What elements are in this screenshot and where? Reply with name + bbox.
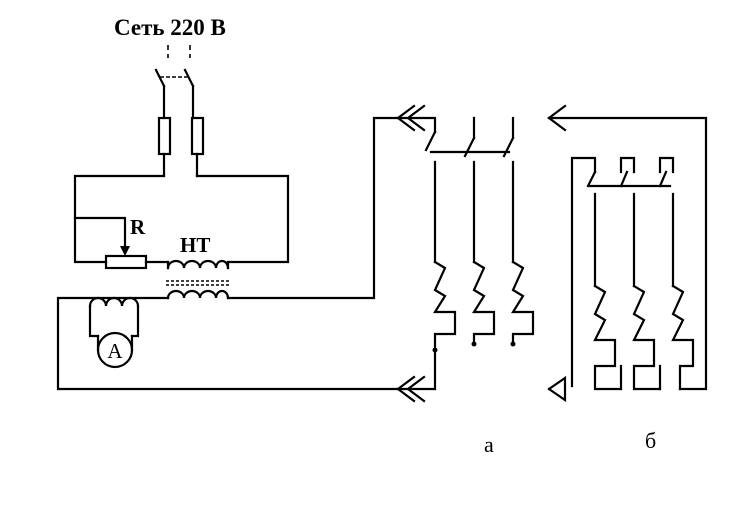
rheostat: R — [104, 215, 170, 270]
transformer: НТ — [166, 233, 230, 300]
mains-switch — [154, 68, 195, 120]
caption-b: б — [645, 428, 656, 453]
caption-a: а — [484, 432, 494, 457]
primary-circuit — [73, 174, 290, 264]
variant-a — [396, 116, 535, 391]
supply-leads — [167, 45, 191, 58]
variant-b — [547, 104, 708, 403]
ammeter-label: A — [107, 339, 123, 363]
transformer-label: НТ — [180, 233, 210, 257]
resistor-label: R — [130, 215, 146, 239]
supply-label: Сеть 220 В — [114, 15, 226, 40]
ammeter: A — [96, 331, 134, 369]
fuses — [157, 116, 205, 178]
